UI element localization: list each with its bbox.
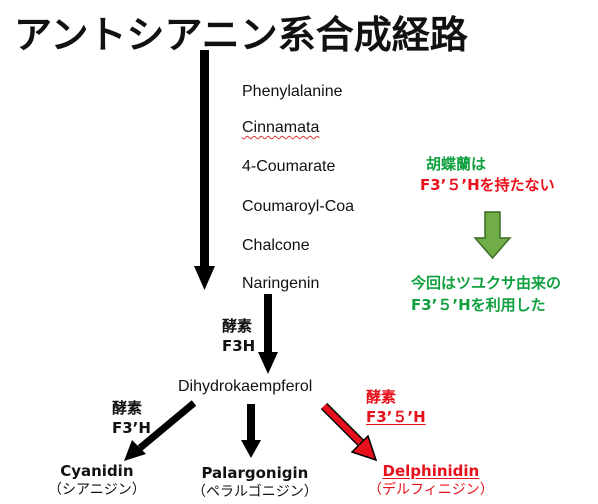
cyanidin-arrow <box>124 400 197 461</box>
page-title: アントシアニン系合成経路 <box>14 13 468 57</box>
product-palargonigin-name: Palargonigin <box>201 464 309 482</box>
enzyme-f35h-line2: F3’５’H <box>366 408 426 426</box>
delphinidin-arrow <box>320 402 378 462</box>
product-delphinidin-jp: （デルフィニジン） <box>368 482 494 498</box>
product-palargonigin-jp: （ペラルゴニジン） <box>192 484 318 500</box>
enzyme-f3ph-line2: F3’H <box>112 419 151 437</box>
compound-4-coumarate: 4-Coumarate <box>242 158 336 175</box>
note-top-line1: 胡蝶蘭は <box>426 155 487 173</box>
product-cyanidin-jp: （シアニジン） <box>48 482 146 498</box>
compound-chalcone: Chalcone <box>242 237 310 254</box>
compound-phenylalanine: Phenylalanine <box>242 83 343 100</box>
product-palargonigin: Palargonigin （ペラルゴニジン） <box>192 464 318 502</box>
compound-naringenin: Naringenin <box>242 275 320 292</box>
compound-cinnamata: Cinnamata <box>242 119 320 136</box>
main-pathway-arrow <box>194 50 215 290</box>
product-delphinidin: Delphinidin （デルフィニジン） <box>368 462 494 500</box>
product-cyanidin-name: Cyanidin <box>60 462 134 480</box>
note-bottom: 今回はツユクサ由来の F3’５’Hを利用した <box>411 272 561 316</box>
f3h-arrow <box>258 294 278 374</box>
product-cyanidin: Cyanidin （シアニジン） <box>48 462 146 500</box>
enzyme-f3h-line1: 酵素 <box>222 317 253 335</box>
enzyme-f3ph-label: 酵素 F3’H <box>112 398 151 438</box>
note-top-line2: F3’５’Hを持たない <box>420 176 555 194</box>
note-bottom-line2: F3’５’Hを利用した <box>411 296 546 314</box>
green-arrow <box>473 211 512 260</box>
compound-coumaroyl-coa: Coumaroyl-Coa <box>242 198 355 215</box>
enzyme-f3h-label: 酵素 F3H <box>222 316 255 356</box>
compound-dihydrokaempferol: Dihydrokaempferol <box>178 378 313 395</box>
enzyme-f3ph-line1: 酵素 <box>112 399 143 417</box>
enzyme-f35h-label: 酵素 F3’５’H <box>366 387 426 427</box>
note-bottom-line1: 今回はツユクサ由来の <box>411 274 562 292</box>
enzyme-f3h-line2: F3H <box>222 337 256 355</box>
palargonigin-arrow <box>241 404 261 458</box>
enzyme-f35h-line1: 酵素 <box>366 388 397 406</box>
product-delphinidin-name: Delphinidin <box>382 462 480 480</box>
note-top: 胡蝶蘭は F3’５’Hを持たない <box>420 154 555 196</box>
